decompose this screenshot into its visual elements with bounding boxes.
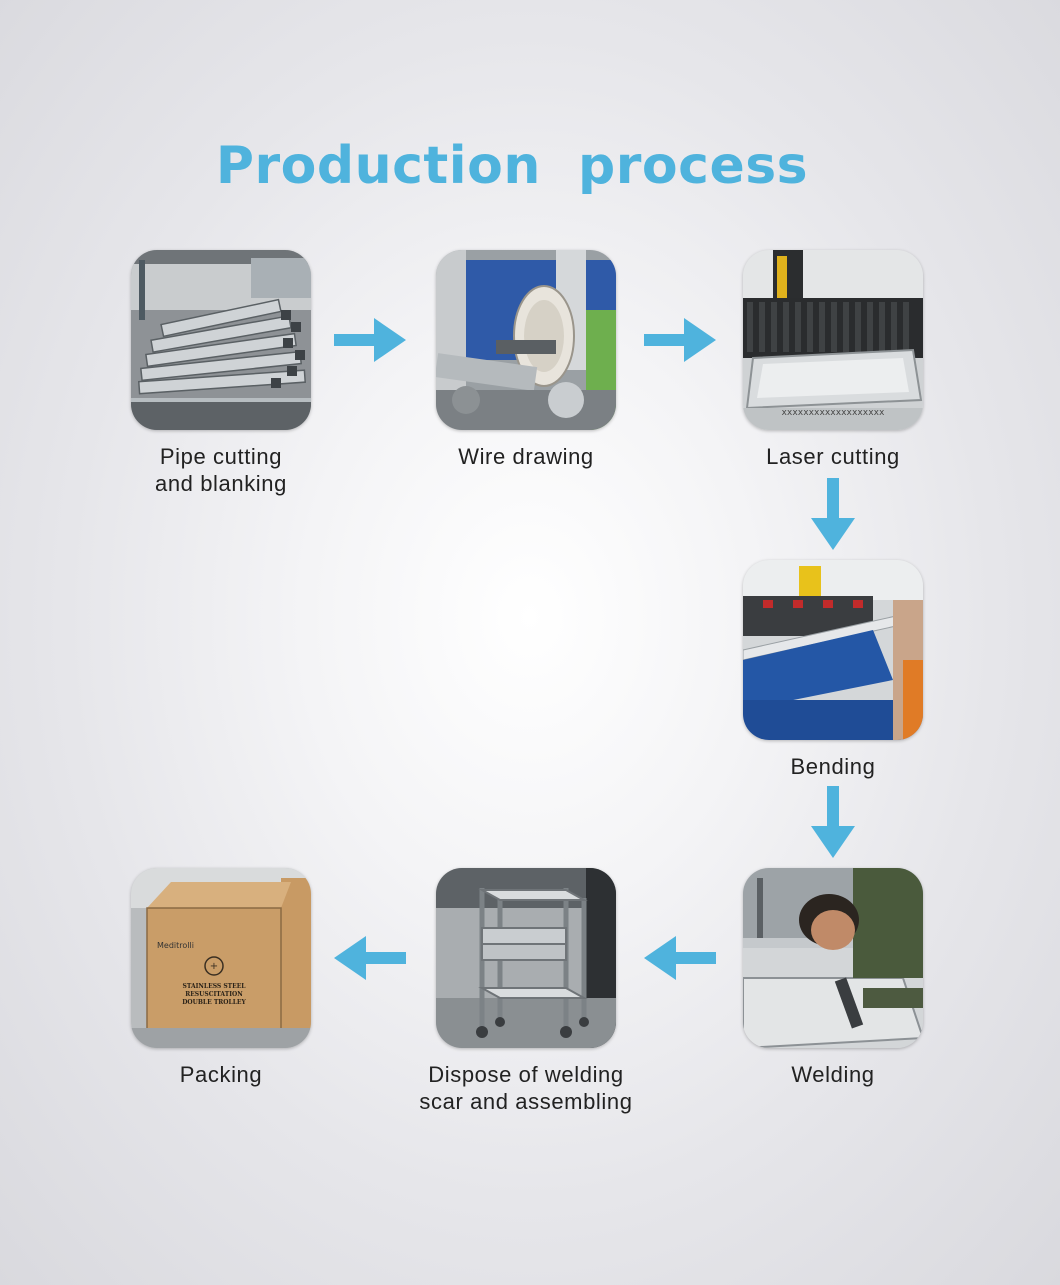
step-wire-drawing: Wire drawing <box>436 250 616 469</box>
step-label: Laser cutting <box>766 444 900 469</box>
wire-drawing-photo <box>436 250 616 430</box>
step-label: Welding <box>791 1062 875 1087</box>
bending-image <box>743 560 923 740</box>
arrow-down-icon <box>811 478 855 550</box>
welding-photo <box>743 868 923 1048</box>
page-title: Production process <box>215 136 809 196</box>
step-packing: Meditrolli + STAINLESS STEEL RESUSCITATI… <box>131 868 311 1087</box>
step-label: Packing <box>179 1062 263 1087</box>
svg-text:+: + <box>210 961 218 972</box>
step-bending: Bending <box>743 560 923 779</box>
laser-cutting-photo: xxxxxxxxxxxxxxxxxxx <box>743 250 923 430</box>
assembling-image <box>436 868 616 1048</box>
welding-image <box>743 868 923 1048</box>
step-label: Bending <box>790 754 876 779</box>
arrow-down-icon <box>811 786 855 858</box>
packing-image: Meditrolli + STAINLESS STEEL RESUSCITATI… <box>131 868 311 1048</box>
pipe-cutting-image <box>131 250 311 430</box>
box-brand-text: Meditrolli <box>157 941 194 950</box>
pipe-cutting-photo <box>131 250 311 430</box>
step-label: Wire drawing <box>458 444 594 469</box>
arrow-right-icon <box>644 318 716 362</box>
svg-text:xxxxxxxxxxxxxxxxxxx: xxxxxxxxxxxxxxxxxxx <box>782 408 886 418</box>
step-laser-cutting: xxxxxxxxxxxxxxxxxxx Laser cutting <box>743 250 923 469</box>
step-assembling: Dispose of welding scar and assembling <box>419 868 632 1114</box>
box-line3-text: DOUBLE TROLLEY <box>182 999 246 1006</box>
step-pipe-cutting: Pipe cutting and blanking <box>131 250 311 496</box>
step-label: Pipe cutting and blanking <box>155 444 287 496</box>
step-label: Dispose of welding scar and assembling <box>419 1062 633 1114</box>
wire-drawing-image <box>436 250 616 430</box>
packing-photo: Meditrolli + STAINLESS STEEL RESUSCITATI… <box>131 868 311 1048</box>
box-line1-text: STAINLESS STEEL <box>183 983 247 990</box>
step-welding: Welding <box>743 868 923 1087</box>
box-line2-text: RESUSCITATION <box>185 991 243 998</box>
arrow-right-icon <box>334 318 406 362</box>
arrow-left-icon <box>334 936 406 980</box>
bending-photo <box>743 560 923 740</box>
arrow-left-icon <box>644 936 716 980</box>
assembling-photo <box>436 868 616 1048</box>
laser-cutting-image: xxxxxxxxxxxxxxxxxxx <box>743 250 923 430</box>
